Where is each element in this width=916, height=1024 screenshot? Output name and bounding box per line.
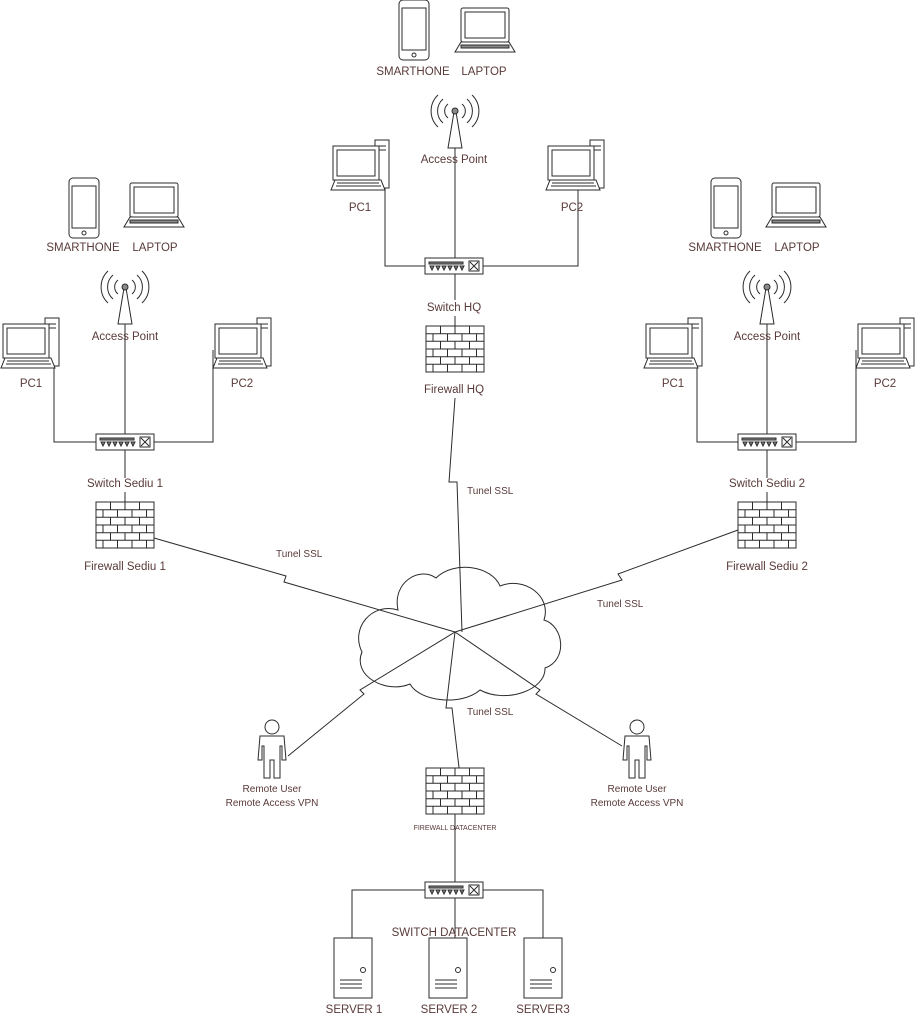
hq-ap-label: Access Point <box>421 154 488 166</box>
site2-switch-icon <box>737 433 797 451</box>
hq-switch-label: Switch HQ <box>427 302 481 314</box>
remote-right-line2: Remote Access VPN <box>591 798 684 809</box>
site1-firewall-icon <box>95 501 155 549</box>
site2-wiring <box>696 296 857 502</box>
site2-firewall-label: Firewall Sediu 2 <box>726 561 808 573</box>
site2-access-point-icon <box>742 270 792 325</box>
tunnel-datacenter <box>445 631 461 777</box>
site2-smartphone-icon <box>710 177 742 239</box>
site1-wiring <box>53 296 214 502</box>
site2-ap-label: Access Point <box>734 331 801 343</box>
hq-smartphone-icon <box>398 0 430 61</box>
remote-right-line1: Remote User <box>608 784 668 795</box>
ssl-tunnels <box>153 397 739 777</box>
tunnel-remote-right <box>454 631 623 747</box>
server2-label: SERVER 2 <box>421 1004 478 1016</box>
site1-smartphone-icon <box>68 177 100 239</box>
site1-pc1-icon <box>0 317 60 369</box>
site1-tunnel-label: Tunel SSL <box>276 549 323 560</box>
hq-firewall-icon <box>425 325 485 373</box>
hq-smartphone-label: SMARTHONE <box>376 66 450 78</box>
remote-user-right-icon <box>622 719 652 779</box>
hq-pc1-label: PC1 <box>349 202 371 214</box>
tunnel-site1 <box>153 537 456 633</box>
hq-pc2-label: PC2 <box>561 202 583 214</box>
remote-user-left-icon <box>257 719 287 779</box>
hq-switch-icon <box>424 257 484 275</box>
site1-pc2-label: PC2 <box>231 378 253 390</box>
server3-icon <box>523 937 563 999</box>
site1-firewall-label: Firewall Sediu 1 <box>84 561 166 573</box>
datacenter-tunnel-label: Tunel SSL <box>467 707 514 718</box>
site1-access-point-icon <box>100 270 150 325</box>
tunnel-remote-left <box>287 631 456 757</box>
hq-pc2-icon <box>545 139 605 191</box>
site1-switch-icon <box>95 433 155 451</box>
site1-pc1-label: PC1 <box>20 378 42 390</box>
site1-smartphone-label: SMARTHONE <box>46 242 120 254</box>
site1-switch-label: Switch Sediu 1 <box>87 478 163 490</box>
site2-laptop-label: LAPTOP <box>774 242 819 254</box>
server2-icon <box>428 937 468 999</box>
site2-pc2-icon <box>855 317 915 369</box>
datacenter-firewall-label: FIREWALL DATACENTER <box>414 825 497 832</box>
hq-tunnel-label: Tunel SSL <box>467 486 514 497</box>
remote-left-line1: Remote User <box>243 784 303 795</box>
site2-laptop-icon <box>765 182 827 228</box>
site2-tunnel-label: Tunel SSL <box>597 599 644 610</box>
remote-left-line2: Remote Access VPN <box>226 798 319 809</box>
datacenter-firewall-icon <box>425 767 485 815</box>
datacenter-wiring <box>351 814 544 938</box>
tunnel-site2 <box>454 529 739 633</box>
site2-pc2-label: PC2 <box>874 378 896 390</box>
site2-switch-label: Switch Sediu 2 <box>729 478 805 490</box>
datacenter-switch-icon <box>424 881 484 899</box>
hq-laptop-icon <box>454 7 516 53</box>
hq-firewall-label: Firewall HQ <box>424 384 484 396</box>
site1-pc2-icon <box>212 317 272 369</box>
hq-pc1-icon <box>330 139 390 191</box>
hq-access-point-icon <box>430 94 480 149</box>
server1-icon <box>333 937 373 999</box>
hq-laptop-label: LAPTOP <box>461 66 506 78</box>
site1-laptop-icon <box>123 182 185 228</box>
internet-cloud <box>358 566 562 701</box>
site2-firewall-icon <box>737 501 797 549</box>
site1-ap-label: Access Point <box>92 331 159 343</box>
server3-label: SERVER3 <box>516 1004 569 1016</box>
datacenter-switch-label: SWITCH DATACENTER <box>392 927 517 939</box>
site2-pc1-label: PC1 <box>662 378 684 390</box>
server1-label: SERVER 1 <box>326 1004 383 1016</box>
tunnel-hq <box>448 397 463 633</box>
site2-pc1-icon <box>643 317 703 369</box>
site1-laptop-label: LAPTOP <box>132 242 177 254</box>
site2-smartphone-label: SMARTHONE <box>688 242 762 254</box>
